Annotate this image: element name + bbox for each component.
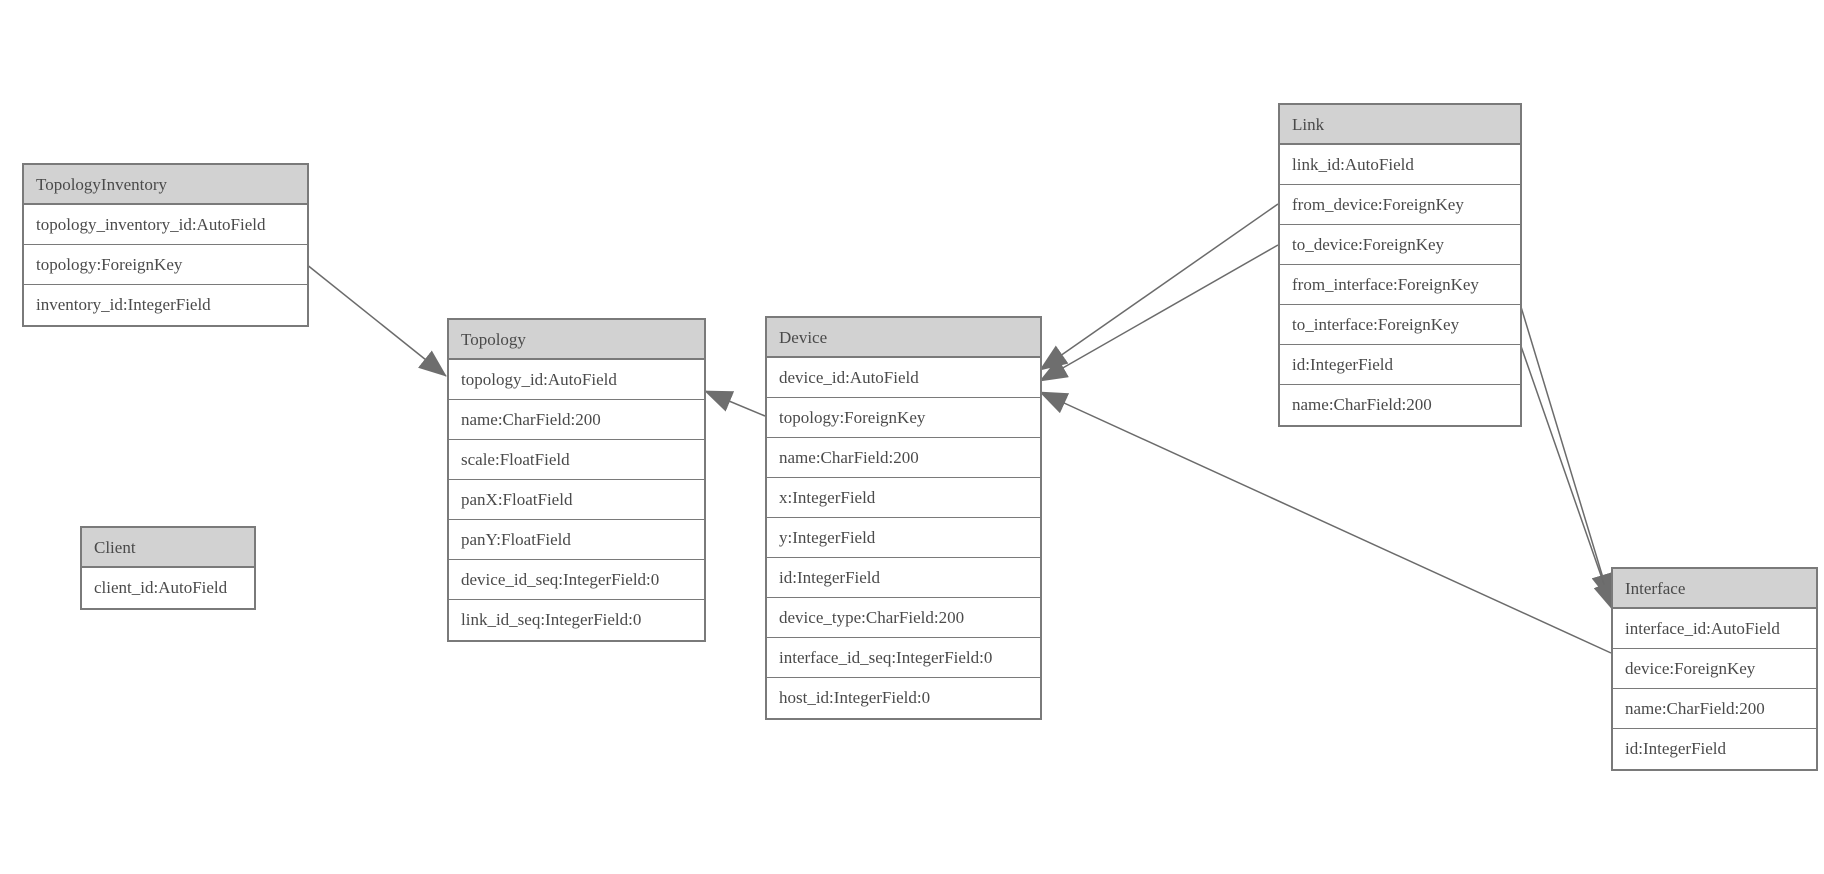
entity-field-row: to_device:ForeignKey [1280,225,1520,265]
entity-field-row: inventory_id:IntegerField [24,285,307,325]
entity-field-row: from_interface:ForeignKey [1280,265,1520,305]
entity-field-row: topology_id:AutoField [449,360,704,400]
entity-field-row: id:IntegerField [1280,345,1520,385]
entity-title-topology-inventory: TopologyInventory [24,165,307,205]
entity-field-row: id:IntegerField [1613,729,1816,769]
entity-field-row: topology:ForeignKey [24,245,307,285]
relation-link-from_interface-to-interface [1514,286,1613,602]
entity-field-row: device:ForeignKey [1613,649,1816,689]
entity-field-row: interface_id_seq:IntegerField:0 [767,638,1040,678]
entity-field-row: device_type:CharField:200 [767,598,1040,638]
entity-field-row: topology_inventory_id:AutoField [24,205,307,245]
entity-field-row: link_id_seq:IntegerField:0 [449,600,704,640]
entity-field-row: scale:FloatField [449,440,704,480]
entity-field-row: device_id:AutoField [767,358,1040,398]
entity-title-client: Client [82,528,254,568]
entity-title-topology: Topology [449,320,704,360]
entity-field-row: device_id_seq:IntegerField:0 [449,560,704,600]
entity-field-row: link_id:AutoField [1280,145,1520,185]
entity-field-row: panX:FloatField [449,480,704,520]
entity-title-interface: Interface [1613,569,1816,609]
relation-link-to_device-to-device [1039,244,1279,382]
entity-field-row: to_interface:ForeignKey [1280,305,1520,345]
relation-link-to_interface-to-interface [1514,328,1615,611]
relation-lines [305,203,1615,654]
entity-field-row: name:CharField:200 [1613,689,1816,729]
entity-field-row: name:CharField:200 [449,400,704,440]
entity-title-link: Link [1280,105,1520,145]
entity-field-row: host_id:IntegerField:0 [767,678,1040,718]
entity-field-row: topology:ForeignKey [767,398,1040,438]
entity-field-row: id:IntegerField [767,558,1040,598]
entity-field-row: y:IntegerField [767,518,1040,558]
relation-interface-device-to-device [1039,391,1612,654]
entity-field-row: x:IntegerField [767,478,1040,518]
entity-field-row: panY:FloatField [449,520,704,560]
entity-field-row: client_id:AutoField [82,568,254,608]
entity-field-row: from_device:ForeignKey [1280,185,1520,225]
relation-device-topology-to-topology [704,390,766,417]
entity-field-row: name:CharField:200 [1280,385,1520,425]
relation-link-from_device-to-device [1039,203,1279,371]
entity-title-device: Device [767,318,1040,358]
entity-field-row: name:CharField:200 [767,438,1040,478]
entity-field-row: interface_id:AutoField [1613,609,1816,649]
relation-topologyinventory-topology-to-topology [305,263,447,377]
